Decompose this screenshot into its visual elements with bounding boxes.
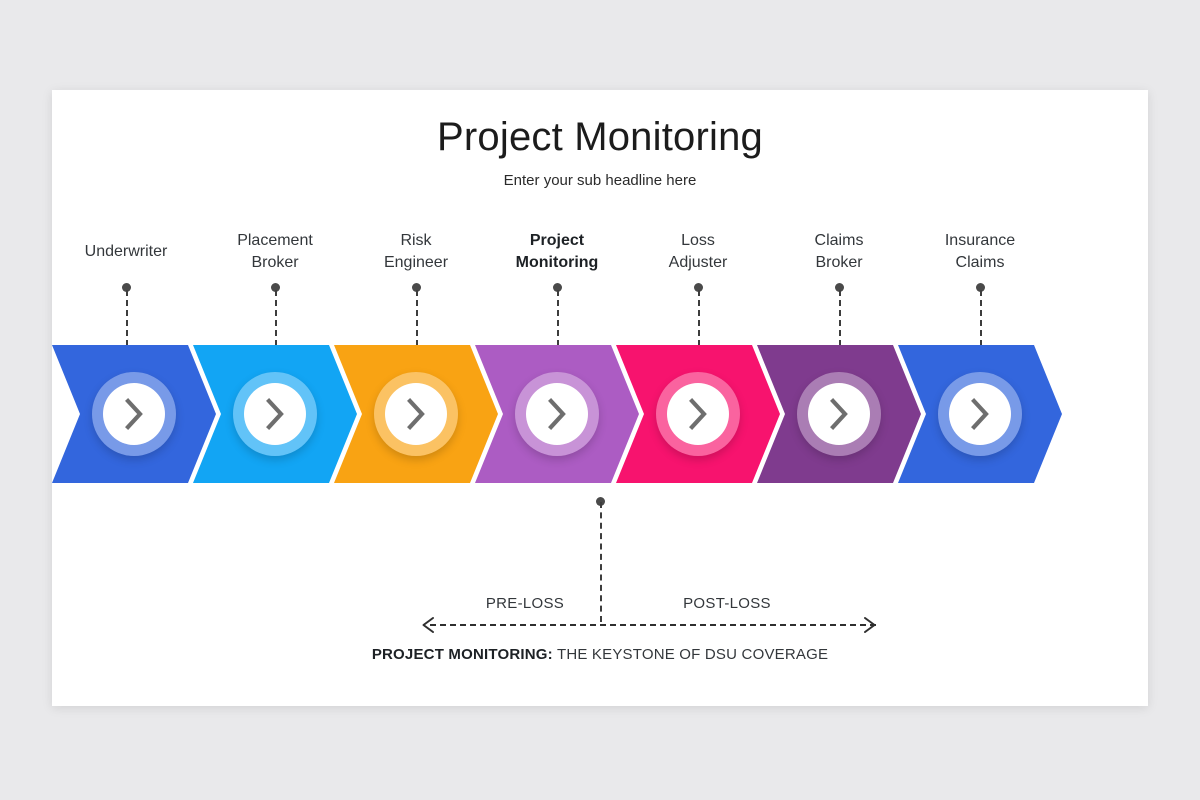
step-badge xyxy=(92,372,176,456)
caption-strong: PROJECT MONITORING: xyxy=(371,646,553,663)
chevron-step-underwriter[interactable] xyxy=(52,345,216,483)
step-stem-dot xyxy=(975,283,985,292)
step-stem-line xyxy=(275,290,277,346)
step-stem-line xyxy=(557,290,559,346)
step-badge xyxy=(374,372,458,456)
caption: PROJECT MONITORING: THE KEYSTONE OF DSU … xyxy=(52,646,1148,663)
step-label-line1: Underwriter xyxy=(84,243,168,260)
chevron-step-insurance-claims[interactable] xyxy=(898,345,1062,483)
step-stem-dot xyxy=(552,283,562,292)
step-stem-dot xyxy=(693,283,703,292)
step-stem-line xyxy=(839,290,841,346)
step-stem-line xyxy=(698,290,700,346)
step-badge xyxy=(233,372,317,456)
chevron-step-loss-adjuster[interactable] xyxy=(616,345,780,483)
page-title: Project Monitoring xyxy=(437,115,763,159)
chevron-right-icon xyxy=(808,383,870,445)
step-badge xyxy=(938,372,1022,456)
step-label-line2: Engineer xyxy=(383,254,449,271)
step-label-line1: Loss xyxy=(681,232,715,249)
step-label-line2: Monitoring xyxy=(515,254,599,271)
step-label-line1: Project xyxy=(529,232,585,249)
chevron-right-icon xyxy=(949,383,1011,445)
chevron-right-icon xyxy=(103,383,165,445)
pre-loss-label: PRE-LOSS xyxy=(485,595,565,612)
step-label-line2: Claims xyxy=(955,254,1005,271)
step-stem-dot xyxy=(834,283,844,292)
step-badge xyxy=(797,372,881,456)
step-stem-dot xyxy=(121,283,131,292)
step-stem-dot xyxy=(270,283,280,292)
slide-card: Project Monitoring Enter your sub headli… xyxy=(52,90,1148,706)
step-label-line1: Placement xyxy=(237,232,313,249)
step-label-line2: Broker xyxy=(815,254,863,271)
center-stem-dot xyxy=(595,497,605,506)
arrow-left-icon xyxy=(420,616,436,639)
chevron-step-project-monitoring[interactable] xyxy=(475,345,639,483)
caption-rest: THE KEYSTONE OF DSU COVERAGE xyxy=(552,646,829,663)
step-label-underwriter: Underwriter xyxy=(51,241,201,263)
post-loss-label: POST-LOSS xyxy=(683,595,771,612)
chevron-right-icon xyxy=(667,383,729,445)
arrow-right-icon xyxy=(862,616,878,639)
axis-line xyxy=(430,624,876,626)
chevron-band xyxy=(52,345,1148,483)
step-badge xyxy=(656,372,740,456)
chevron-step-placement-broker[interactable] xyxy=(193,345,357,483)
step-stem-line xyxy=(126,290,128,346)
chevron-right-icon xyxy=(385,383,447,445)
chevron-step-claims-broker[interactable] xyxy=(757,345,921,483)
chevron-right-icon xyxy=(244,383,306,445)
step-label-line2: Broker xyxy=(251,254,299,271)
step-label-line1: Risk xyxy=(400,232,432,249)
step-stem-line xyxy=(980,290,982,346)
chevron-step-risk-engineer[interactable] xyxy=(334,345,498,483)
step-label-line1: Claims xyxy=(814,232,864,249)
step-label-line2: Adjuster xyxy=(668,254,728,271)
step-stem-dot xyxy=(411,283,421,292)
center-stem-line xyxy=(600,502,602,622)
chevron-right-icon xyxy=(526,383,588,445)
page-subtitle: Enter your sub headline here xyxy=(503,172,697,189)
step-badge xyxy=(515,372,599,456)
step-stem-line xyxy=(416,290,418,346)
step-label-line1: Insurance xyxy=(944,232,1016,249)
